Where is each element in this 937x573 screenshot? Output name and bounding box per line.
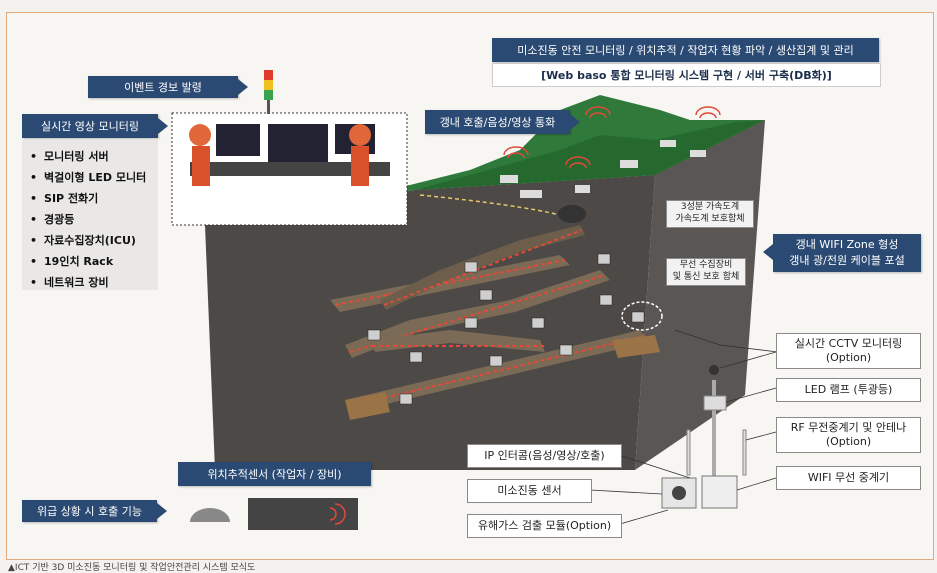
underground-devices [367,253,645,405]
equipment-list: 모니터링 서버벽걸이형 LED 모니터SIP 전화기경광등자료수집장치(ICU)… [22,140,158,293]
led-lamp-label: LED 램프 (투광등) [776,378,921,402]
position-sensor-label: 위치추적센서 (작업자 / 장비) [178,462,371,486]
signal-waves [503,106,721,169]
wifi-repeater-label: WIFI 무선 중계기 [776,466,921,490]
realtime-video-arrow [158,118,168,134]
surface-vehicles [500,140,706,198]
wifi-zone-line1: 갱내 WIFI Zone 형성 [795,238,899,252]
title-line2: [Web baso 통합 모니터링 시스템 구현 / 서버 구축(DB화)] [492,63,881,87]
cctv-line [674,329,779,353]
warning-light-red [264,70,273,80]
equipment-item: 자료수집장치(ICU) [30,230,158,251]
rf-repeater-label: RF 무전중계기 및 안테나 (Option) [776,417,921,453]
wooden-platforms [345,335,660,420]
in-mine-call-arrow [570,114,580,130]
event-alarm-arrow [238,79,248,95]
cctv-label: 실시간 CCTV 모니터링 (Option) [776,333,921,369]
enclosure-callout-lines [589,351,777,525]
equipment-sensor-image [248,498,358,530]
grass-surface [205,95,765,225]
antenna-left [686,429,691,476]
cctv-camera [709,365,719,375]
wifi-zone-line2: 갱내 광/전원 케이블 포설 [789,254,905,267]
wifi-zone-label: 갱내 WIFI Zone 형성 갱내 광/전원 케이블 포설 [773,234,921,272]
equipment-item: 경광등 [30,209,158,230]
equipment-item: 모니터링 서버 [30,146,158,167]
emergency-call-label: 위급 상황 시 호출 기능 [22,500,157,522]
led-lamp-device [703,395,727,411]
figure-caption: ▲ICT 기반 3D 미소진동 모니터링 및 작업안전관리 시스템 모식도 [8,563,256,573]
title-line1: 미소진동 안전 모니터링 / 위치추적 / 작업자 현황 파악 / 생산집계 및… [492,38,879,62]
antenna-right [742,429,747,476]
in-mine-call-label: 갱내 호출/음성/영상 통화 [425,110,570,134]
monitor-left [216,124,260,156]
wireless-collector-note: 무선 수집장비 및 통신 보호 함체 [666,258,746,286]
event-alarm-label: 이벤트 경보 발령 [88,76,238,98]
operator-left [189,124,211,146]
tunnels [330,225,650,412]
wifi-zone-arrow [763,244,773,260]
operator-right [349,124,371,146]
warning-light-green [264,90,273,100]
emergency-call-arrow [157,503,167,519]
accelerometer-note: 3성분 가속도계 가속도계 보호함체 [666,200,754,228]
equipment-item: 네트워크 장비 [30,272,158,293]
grass-front-edge [415,120,765,190]
realtime-video-label: 실시간 영상 모니터링 [22,114,158,138]
equipment-item: 19인치 Rack [30,251,158,272]
surface-cable [419,194,561,216]
mast-pole [712,380,716,500]
enclosure-right [701,475,738,509]
equipment-item: SIP 전화기 [30,188,158,209]
control-desk [190,162,390,176]
helmet-sensor-icon [190,508,230,522]
tunnel-entrance [558,205,586,223]
equipment-list-panel: 모니터링 서버벽걸이형 LED 모니터SIP 전화기경광등자료수집장치(ICU)… [22,140,158,290]
device-highlight-circle [621,301,663,331]
warning-light-yellow [264,80,273,90]
vibration-sensor-label: 미소진동 센서 [467,479,592,503]
monitor-center [268,124,328,162]
ip-intercom-label: IP 인터콤(음성/영상/호출) [467,444,622,468]
equipment-item: 벽걸이형 LED 모니터 [30,167,158,188]
vibration-sensor-icon [672,486,686,500]
gas-module-label: 유해가스 검출 모듈(Option) [467,514,622,538]
